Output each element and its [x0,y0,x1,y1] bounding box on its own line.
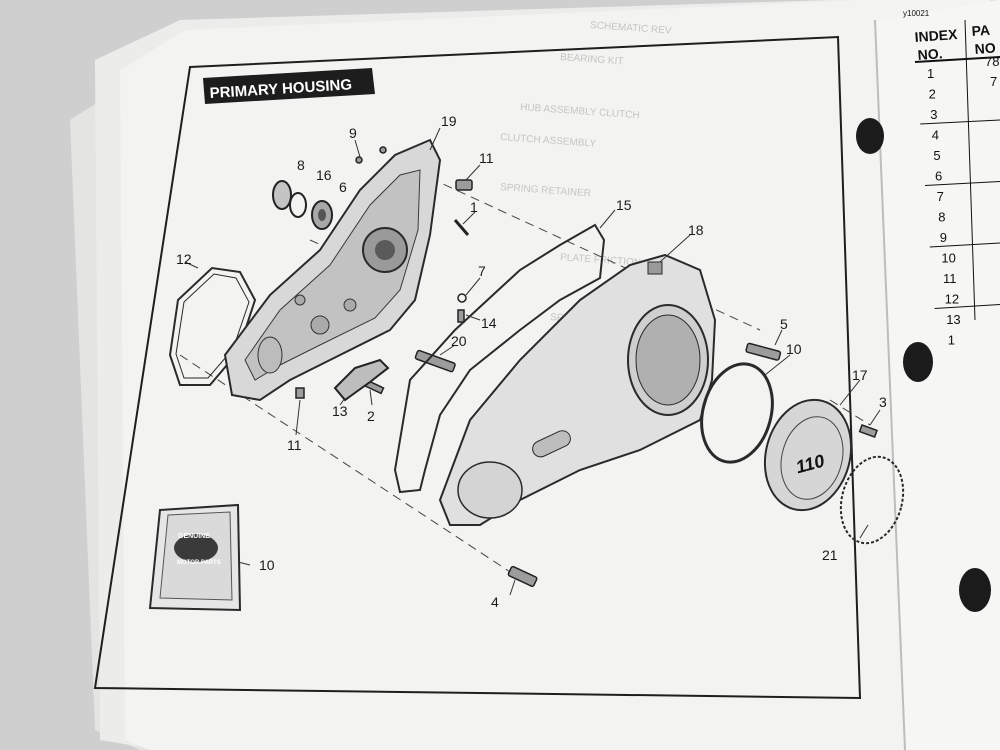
seal-8 [272,180,292,210]
table-row-index: 5 [933,148,940,163]
washer-7 [457,293,467,303]
callout-20: 20 [451,333,467,349]
table-row-divider [929,242,1000,248]
table-row-index: 11 [943,271,957,286]
table-part-value: 7 [990,74,997,89]
table-row-index: 8 [938,210,945,225]
table-row-index: 2 [929,87,936,102]
callout-14: 14 [481,315,497,331]
kit-brand-line1: GENUINE [178,533,210,540]
callout-8: 8 [297,157,305,173]
kit-brand-line2: MOTOR PARTS [177,560,221,566]
callouts: 9 19 11 8 16 6 1 12 7 14 20 13 2 11 15 1… [176,113,887,610]
bearing-stack [272,180,333,230]
callout-7: 7 [478,263,486,279]
callout-10-kit: 10 [259,557,275,573]
callout-15: 15 [616,197,632,213]
bolt-5 [745,342,782,361]
table-row-index: 10 [941,251,955,266]
title-bar-bg [203,68,375,104]
diagram-frame [93,35,862,700]
table-header-rule [914,56,1000,63]
table-row-divider [934,304,1000,309]
table-row-index: 1 [927,66,934,81]
chain-adjuster-13 [333,358,390,402]
dowel-11-bottom [295,387,305,399]
callout-12: 12 [176,251,192,267]
derby-cover-17: 110 [763,398,853,512]
table-row-index: 7 [937,189,944,204]
table-part-value: 78 [985,54,999,69]
outer-primary-cover-18 [438,253,717,526]
binder-hole [903,342,933,382]
kit-box-10: GENUINE MOTOR PARTS [148,503,242,612]
callout-5: 5 [780,316,788,332]
dowel-11-top [455,179,473,191]
svg-text:BEARING KIT: BEARING KIT [560,52,624,67]
table-row-index: 4 [932,128,939,143]
callout-19: 19 [441,113,457,129]
retaining-ring-16 [289,192,307,218]
table-header-no: NO. [917,45,943,63]
callout-18: 18 [688,222,704,238]
table-row-index: 12 [945,292,959,307]
inner-primary-housing-19 [223,138,442,402]
binder-hole [959,568,991,612]
callout-21: 21 [822,547,838,563]
right-page [875,0,1000,750]
callout-1: 1 [470,199,478,215]
table-header-part-no: NO [974,40,996,57]
binder-hole [856,118,884,154]
screw-3 [858,424,878,439]
leader-lines [184,127,881,596]
parts-index-table: y10021 INDEX NO. PA NO 78 7 123456789101… [903,9,1000,348]
callout-2: 2 [367,408,375,424]
callout-11-top: 11 [479,150,494,166]
table-row-index: 9 [940,230,947,245]
callout-6: 6 [339,179,347,195]
plug-14 [457,309,465,323]
plug-9b [379,146,387,154]
table-header-part: PA [971,22,990,39]
table-row-divider [920,119,1000,125]
callout-16: 16 [316,167,332,183]
table-row-divider [924,181,1000,186]
bolt-20 [414,349,456,373]
screw-1 [453,219,470,236]
o-ring-10 [700,362,774,464]
table-row-index: 6 [935,169,942,184]
outer-gasket-15 [393,223,606,494]
dash-line-right [829,399,871,426]
fasteners [295,146,878,587]
plug-9a [355,156,363,164]
table-column-rule [964,19,976,321]
callout-10-ring: 10 [786,341,802,357]
callout-17: 17 [852,367,868,383]
page-code: y10021 [903,9,930,18]
callout-3: 3 [879,394,887,410]
table-row-index: 3 [930,107,937,122]
callout-11-bottom: 11 [287,437,302,453]
table-header-index: INDEX [914,26,958,45]
dash-line-bottom [179,354,531,586]
callout-13: 13 [332,403,348,419]
callout-4: 4 [491,594,499,610]
bolt-4 [507,565,538,587]
callout-9: 9 [349,125,357,141]
table-row-index: 1 [948,333,955,348]
table-row-index: 13 [946,312,960,327]
